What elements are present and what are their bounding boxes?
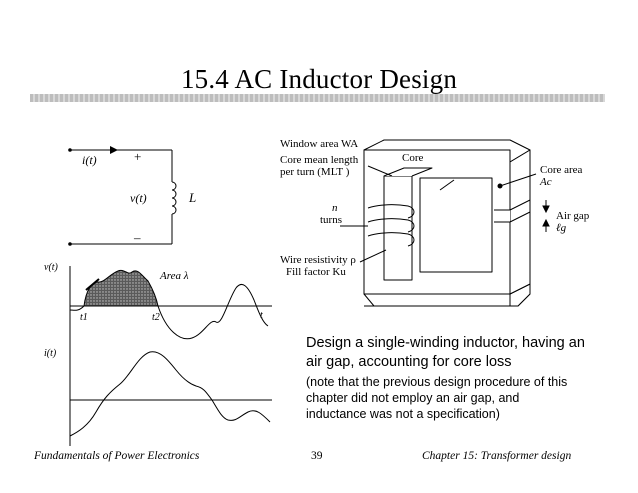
i-axis-label: i(t) (44, 348, 57, 359)
turns-label-line1: n (332, 202, 338, 214)
page-number: 39 (311, 450, 323, 462)
v-axis-label: v(t) (44, 262, 58, 273)
turns-label-line2: turns (320, 214, 342, 226)
window-area-label: Window area WA (280, 138, 359, 150)
voltage-label: v(t) (130, 191, 147, 205)
air-gap-label-line2: ℓg (556, 222, 567, 234)
mlt-label-line2: per turn (MLT ) (280, 166, 350, 178)
t-axis-label: t (260, 310, 263, 321)
t2-label: t2 (152, 312, 160, 323)
fill-factor-label: Fill factor Ku (286, 266, 346, 278)
title-divider (30, 94, 605, 102)
t1-label: t1 (80, 312, 88, 323)
footer-right: Chapter 15: Transformer design (422, 450, 572, 462)
main-statement: Design a single-winding inductor, having… (306, 335, 585, 370)
minus-sign: – (134, 230, 141, 245)
footer-left: Fundamentals of Power Electronics (34, 450, 200, 462)
core-area-label-line2: Ac (540, 176, 552, 188)
core-area-label-line1: Core area (540, 164, 583, 176)
note-text: (note that the previous design procedure… (306, 375, 568, 421)
mlt-label-line1: Core mean length (280, 154, 359, 166)
air-gap-label-line1: Air gap (556, 210, 590, 222)
core-label: Core (402, 152, 424, 164)
area-label: Area λ (160, 270, 189, 282)
plus-sign: + (134, 149, 142, 164)
current-label: i(t) (82, 153, 97, 167)
wire-resistivity-label: Wire resistivity ρ (280, 254, 356, 266)
inductor-label: L (189, 190, 197, 205)
slide-title: 15.4 AC Inductor Design (180, 64, 458, 94)
